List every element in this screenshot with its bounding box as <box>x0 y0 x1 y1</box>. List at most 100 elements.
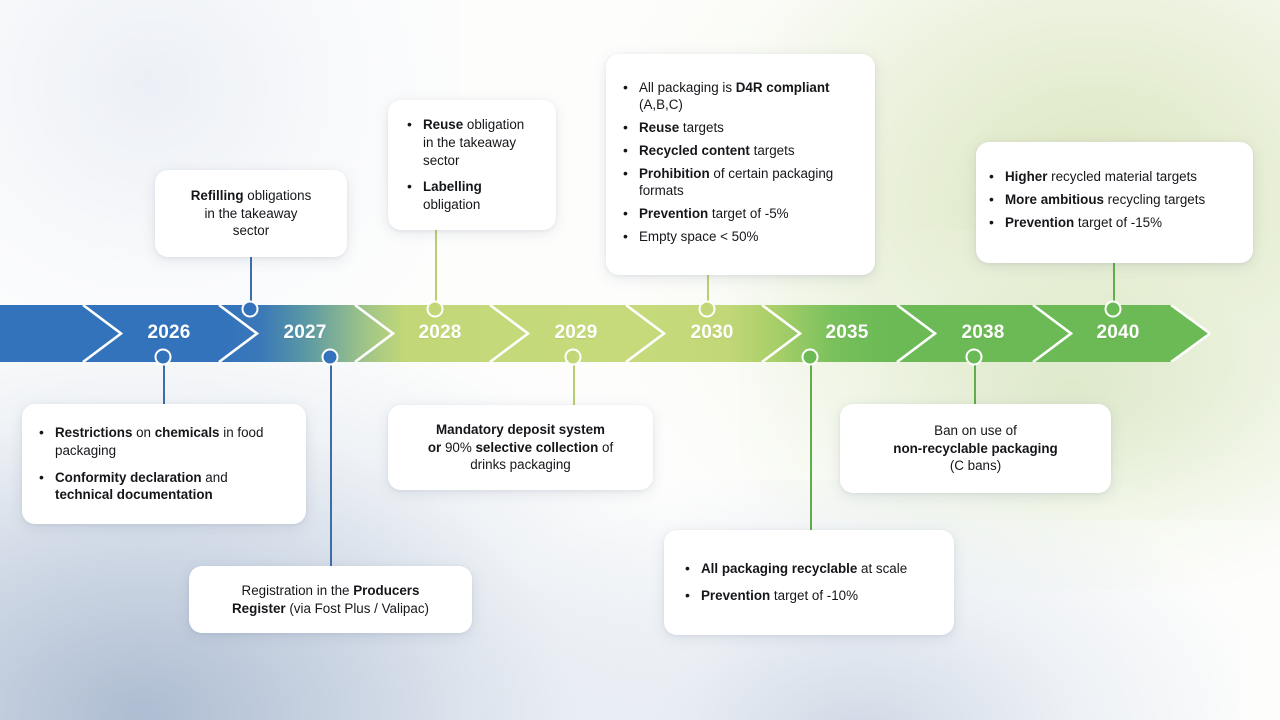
connector-d4r-2030 <box>707 270 709 312</box>
text-line: Ban on use of <box>893 422 1057 440</box>
card-targets-2040-list: Higher recycled material targetsMore amb… <box>988 167 1206 236</box>
milestone-dot-ban-2038[interactable] <box>965 348 983 366</box>
year-label-2038[interactable]: 2038 <box>961 322 1005 343</box>
bullet-item: Empty space < 50% <box>622 227 855 246</box>
card-restrictions-2026[interactable]: Restrictions on chemicals in food packag… <box>22 404 306 524</box>
year-label-2027[interactable]: 2027 <box>283 322 327 343</box>
milestone-dot-register-2027[interactable] <box>321 348 339 366</box>
milestone-dot-restrictions-2026[interactable] <box>154 348 172 366</box>
text-run: Ban on use of <box>934 422 1017 438</box>
bullet-item: All packaging recyclable at scale <box>684 559 908 578</box>
text-run: Mandatory deposit system <box>436 421 605 437</box>
text-run: drinks packaging <box>470 457 571 473</box>
text-run: selective collection <box>475 439 599 455</box>
text-run: Prohibition <box>639 165 710 181</box>
text-run: on <box>132 425 155 441</box>
card-d4r-2030[interactable]: All packaging is D4R compliant (A,B,C) Re… <box>606 54 875 275</box>
text-run: target of -10% <box>770 588 859 603</box>
bullet-item: Recycled content targets <box>622 141 855 160</box>
card-reuse-2028[interactable]: Reuse obligation in the takeaway sectorL… <box>388 100 556 230</box>
year-label-2029[interactable]: 2029 <box>554 322 598 343</box>
bullet-item: Higher recycled material targets <box>988 167 1205 186</box>
text-line: sector <box>191 222 312 240</box>
text-run: or <box>427 439 442 455</box>
text-run: All packaging is <box>639 79 736 95</box>
card-ban-2038-text: Ban on use of non-recyclable packaging (C … <box>893 422 1057 475</box>
year-label-2035[interactable]: 2035 <box>825 322 869 343</box>
text-run: non-recyclable packaging <box>893 440 1058 456</box>
bullet-item: Prevention target of -15% <box>988 213 1205 232</box>
milestone-dot-targets-2040[interactable] <box>1104 300 1122 318</box>
text-run: chemicals <box>154 425 220 441</box>
bullet-item: Reuse targets <box>622 118 855 137</box>
milestone-dot-reuse-2028[interactable] <box>426 300 444 318</box>
year-label-2026[interactable]: 2026 <box>147 322 191 343</box>
text-run: More ambitious <box>1005 192 1104 208</box>
text-run: Conformity declaration <box>55 469 202 485</box>
text-run: (A,B,C) <box>639 97 683 113</box>
year-label-2028[interactable]: 2028 <box>418 322 462 343</box>
text-line: or 90% selective collection of <box>428 439 613 457</box>
background-blue-glow-bottom-left <box>0 330 700 720</box>
text-run: in the takeaway <box>204 205 298 221</box>
text-run: Reuse <box>639 120 680 136</box>
text-line: non-recyclable packaging <box>893 440 1057 458</box>
text-line: Refilling obligations <box>191 187 312 205</box>
text-run: Empty space < 50% <box>639 228 759 244</box>
connector-targets-2040 <box>1113 262 1115 312</box>
connector-recyclable-2035 <box>810 354 812 534</box>
text-line: (C bans) <box>893 457 1057 475</box>
text-run: targets <box>679 120 724 136</box>
card-recyclable-2035[interactable]: All packaging recyclable at scalePrevent… <box>664 530 954 635</box>
milestone-dot-d4r-2030[interactable] <box>698 300 716 318</box>
text-run: recycling targets <box>1103 192 1206 208</box>
text-run: 90% <box>441 439 476 455</box>
bullet-item: Labelling obligation <box>406 177 538 213</box>
text-run: of <box>598 439 614 455</box>
text-run: Prevention <box>701 588 771 603</box>
card-reuse-2028-list: Reuse obligation in the takeaway sectorL… <box>406 115 538 213</box>
connector-restrictions-2026 <box>163 354 165 406</box>
text-run: Reuse <box>423 117 464 133</box>
bullet-item: Reuse obligation in the takeaway sector <box>406 115 538 169</box>
text-run: of certain packaging formats <box>639 165 834 199</box>
card-ban-2038[interactable]: Ban on use of non-recyclable packaging (C … <box>840 404 1111 493</box>
text-run: at scale <box>857 561 908 577</box>
text-run: obligation <box>423 197 481 213</box>
text-run: Prevention <box>1005 214 1075 230</box>
background-blue-glow-top-left <box>0 0 460 320</box>
text-run: sector <box>232 223 270 239</box>
text-run: targets <box>749 142 795 158</box>
milestone-dot-recyclable-2035[interactable] <box>801 348 819 366</box>
connector-ban-2038 <box>974 354 976 404</box>
text-run: All packaging recyclable <box>701 561 858 577</box>
text-run: (via Fost Plus / Valipac) <box>285 600 429 616</box>
text-run: (C bans) <box>949 458 1002 474</box>
connector-refilling-2026 <box>250 235 252 311</box>
text-line: Register (via Fost Plus / Valipac) <box>232 600 429 618</box>
bullet-item: Prevention target of -5% <box>622 204 855 223</box>
text-run: Restrictions <box>55 425 133 441</box>
bullet-item: More ambitious recycling targets <box>988 190 1206 209</box>
text-run: recycled material targets <box>1047 169 1198 185</box>
year-label-2030[interactable]: 2030 <box>690 322 734 343</box>
bullet-item: Conformity declaration and technical doc… <box>38 467 288 504</box>
connector-deposit-2029 <box>573 354 575 408</box>
text-run: obligations <box>243 187 312 203</box>
text-line: Registration in the Producers <box>232 582 429 600</box>
milestone-dot-refilling-2026[interactable] <box>241 300 259 318</box>
year-label-2040[interactable]: 2040 <box>1096 322 1140 343</box>
bullet-item: All packaging is D4R compliant (A,B,C) <box>622 78 855 114</box>
card-targets-2040[interactable]: Higher recycled material targetsMore amb… <box>976 142 1253 263</box>
milestone-dot-deposit-2029[interactable] <box>564 348 582 366</box>
text-run: Prevention <box>639 205 709 221</box>
card-deposit-2029[interactable]: Mandatory deposit system or 90% selective… <box>388 405 653 490</box>
text-run: in food packaging <box>55 425 264 458</box>
timeline-bar <box>0 305 1210 362</box>
bullet-item: Restrictions on chemicals in food packag… <box>38 423 288 459</box>
card-deposit-2029-text: Mandatory deposit system or 90% selective… <box>428 421 613 474</box>
